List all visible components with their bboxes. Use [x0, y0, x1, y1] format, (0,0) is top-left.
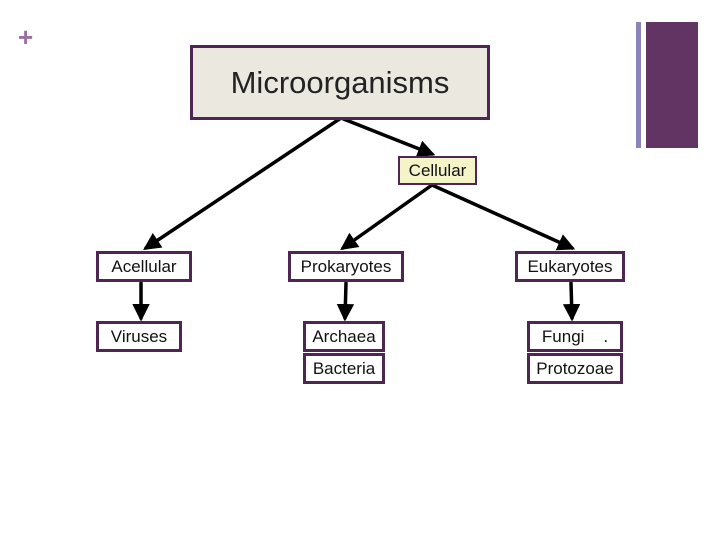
node-microorganisms: Microorganisms [190, 45, 490, 120]
node-prokaryotes: Prokaryotes [288, 251, 404, 282]
node-acellular: Acellular [96, 251, 192, 282]
arrow-prokaryotes-to-archaea [336, 281, 355, 322]
node-fungi: Fungi . [527, 321, 623, 352]
plus-mark: + [18, 22, 34, 52]
decor-bar-thin [636, 22, 641, 148]
node-viruses: Viruses [96, 321, 182, 352]
decor-bar-thick [646, 22, 698, 148]
arrow-cellular-to-eukaryotes [430, 183, 576, 251]
arrow-root-to-cellular [339, 116, 436, 157]
node-cellular: Cellular [398, 156, 477, 185]
arrow-root-to-acellular [143, 116, 343, 250]
arrow-cellular-to-prokaryotes [340, 183, 434, 251]
node-eukaryotes: Eukaryotes [515, 251, 625, 282]
node-archaea: Archaea [303, 321, 385, 352]
arrow-eukaryotes-to-fungi [562, 281, 581, 322]
node-protozoae: Protozoae [527, 353, 623, 384]
node-bacteria: Bacteria [303, 353, 385, 384]
